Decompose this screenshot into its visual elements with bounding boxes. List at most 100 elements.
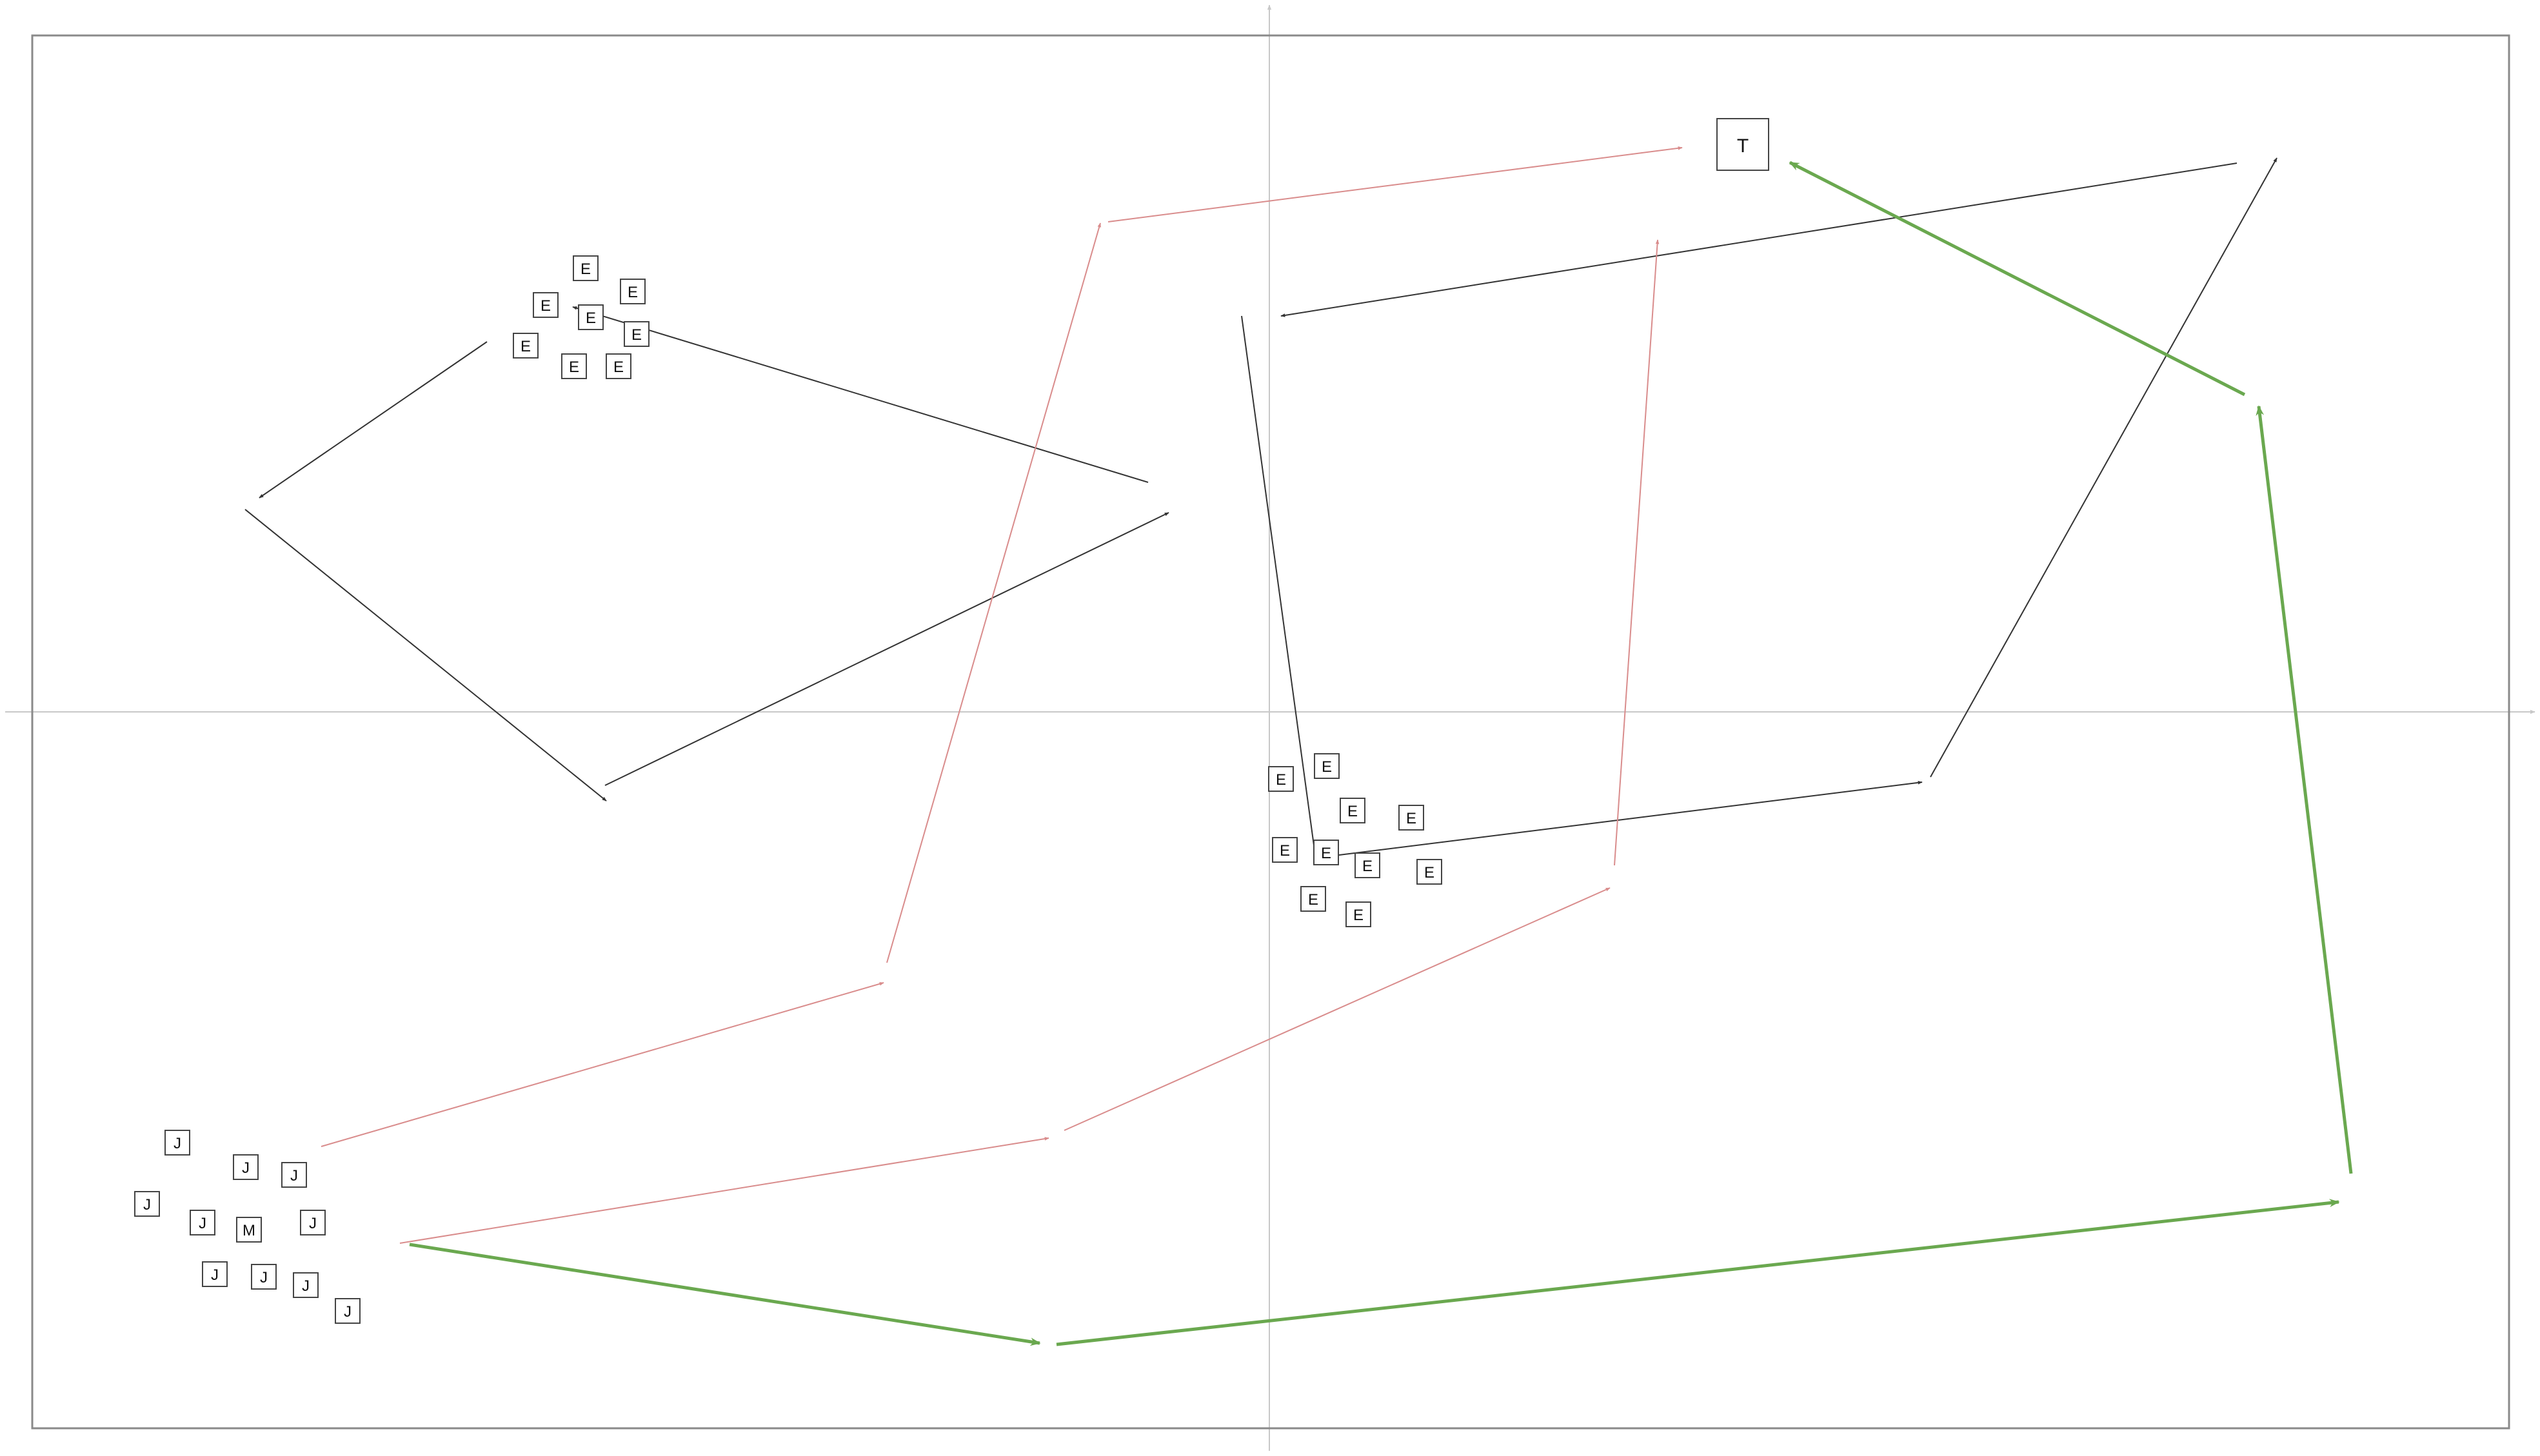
dark-edge: [604, 512, 1169, 786]
node-box: [1313, 840, 1339, 865]
node-cluster-top-left[interactable]: E: [513, 333, 539, 359]
node-label: J: [309, 1215, 317, 1232]
node-label: E: [613, 359, 624, 376]
node-label: J: [199, 1215, 206, 1232]
node-box: [533, 292, 559, 318]
node-box: [190, 1210, 215, 1235]
node-label: E: [580, 261, 591, 278]
node-cluster-bottom-left[interactable]: M: [236, 1217, 262, 1243]
node-label: E: [521, 338, 531, 355]
node-cluster-center[interactable]: E: [1398, 805, 1424, 831]
node-box: [300, 1210, 326, 1235]
node-label: J: [260, 1269, 268, 1286]
node-box: [561, 353, 587, 379]
node-cluster-bottom-left[interactable]: J: [134, 1191, 160, 1217]
green-edge: [2256, 405, 2353, 1174]
node-cluster-bottom-left[interactable]: J: [281, 1162, 307, 1188]
node-label: E: [1308, 891, 1318, 909]
node-label: E: [1353, 907, 1364, 924]
node-cluster-center[interactable]: E: [1340, 798, 1365, 823]
node-box: [1398, 805, 1424, 831]
node-box: [164, 1130, 190, 1156]
node-cluster-center[interactable]: E: [1314, 753, 1340, 779]
node-label: E: [1276, 771, 1286, 789]
node-label: E: [1362, 858, 1373, 875]
node-cluster-center[interactable]: E: [1268, 766, 1294, 792]
node-cluster-bottom-left[interactable]: J: [335, 1298, 361, 1324]
node-cluster-top-left[interactable]: E: [578, 304, 604, 330]
node-label: E: [1406, 810, 1416, 827]
node-box: [281, 1162, 307, 1188]
node-cluster-top-left[interactable]: E: [561, 353, 587, 379]
node-label: E: [1424, 864, 1434, 881]
target-node-label: T: [1737, 135, 1749, 157]
dark-edge: [1280, 162, 2237, 317]
node-box: [134, 1191, 160, 1217]
node-cluster-bottom-left[interactable]: J: [251, 1264, 277, 1290]
node-label: E: [1321, 845, 1331, 862]
node-box: [293, 1272, 319, 1298]
node-box: [1416, 859, 1442, 885]
node-cluster-bottom-left[interactable]: J: [202, 1261, 228, 1287]
node-box: [233, 1154, 259, 1180]
node-box: [624, 321, 650, 347]
dark-edge: [244, 509, 607, 802]
red-edge: [1064, 887, 1611, 1131]
green-path: [409, 161, 2353, 1346]
node-label: J: [143, 1196, 151, 1214]
node-label: E: [541, 297, 551, 315]
node-cluster-center[interactable]: E: [1300, 886, 1326, 912]
node-box: [251, 1264, 277, 1290]
node-cluster-center[interactable]: E: [1313, 840, 1339, 865]
node-label: M: [243, 1222, 255, 1239]
node-cluster-bottom-left[interactable]: J: [293, 1272, 319, 1298]
node-box: [620, 279, 646, 304]
red-edge: [399, 1137, 1049, 1244]
node-cluster-top-left[interactable]: E: [624, 321, 650, 347]
node-box: [1354, 852, 1380, 878]
node-cluster-center[interactable]: E: [1416, 859, 1442, 885]
node-cluster-top-left[interactable]: E: [620, 279, 646, 304]
node-cluster-center[interactable]: E: [1345, 901, 1371, 927]
node-label: E: [628, 284, 638, 301]
red-edge: [1107, 146, 1683, 222]
node-cluster-bottom-left[interactable]: J: [233, 1154, 259, 1180]
node-cluster-bottom-left[interactable]: J: [190, 1210, 215, 1235]
node-cluster-top-left[interactable]: E: [533, 292, 559, 318]
red-edge: [321, 982, 884, 1147]
green-edge: [409, 1243, 1041, 1346]
node-cluster-bottom-left[interactable]: J: [164, 1130, 190, 1156]
dark-edge: [259, 341, 488, 498]
node-box: [202, 1261, 228, 1287]
node-label: J: [242, 1159, 250, 1177]
red-edge: [1614, 239, 1660, 866]
node-box: [1300, 886, 1326, 912]
node-label: J: [302, 1277, 310, 1295]
node-cluster-center[interactable]: E: [1354, 852, 1380, 878]
dark-path: [244, 157, 2277, 860]
node-label: J: [174, 1135, 181, 1152]
node-box: [1314, 753, 1340, 779]
green-edge: [1789, 161, 2246, 397]
node-box: [335, 1298, 361, 1324]
node-cluster-top-left[interactable]: E: [606, 353, 631, 379]
red-path: [321, 146, 1683, 1244]
node-label: E: [1347, 803, 1358, 820]
node-label: E: [631, 326, 642, 344]
node-label: E: [586, 310, 596, 327]
dark-edge: [1930, 157, 2277, 778]
node-cluster-center[interactable]: E: [1272, 837, 1298, 863]
node-cluster-bottom-left[interactable]: J: [300, 1210, 326, 1235]
node-box: [513, 333, 539, 359]
node-label: E: [569, 359, 579, 376]
node-box: [1268, 766, 1294, 792]
node-cluster-top-left[interactable]: E: [573, 255, 599, 281]
node-box: [606, 353, 631, 379]
node-label: E: [1280, 842, 1290, 860]
node-box: [1272, 837, 1298, 863]
green-edge: [1056, 1199, 2340, 1346]
red-edge: [886, 222, 1101, 963]
node-label: J: [290, 1167, 298, 1185]
target-node[interactable]: T: [1716, 118, 1769, 171]
